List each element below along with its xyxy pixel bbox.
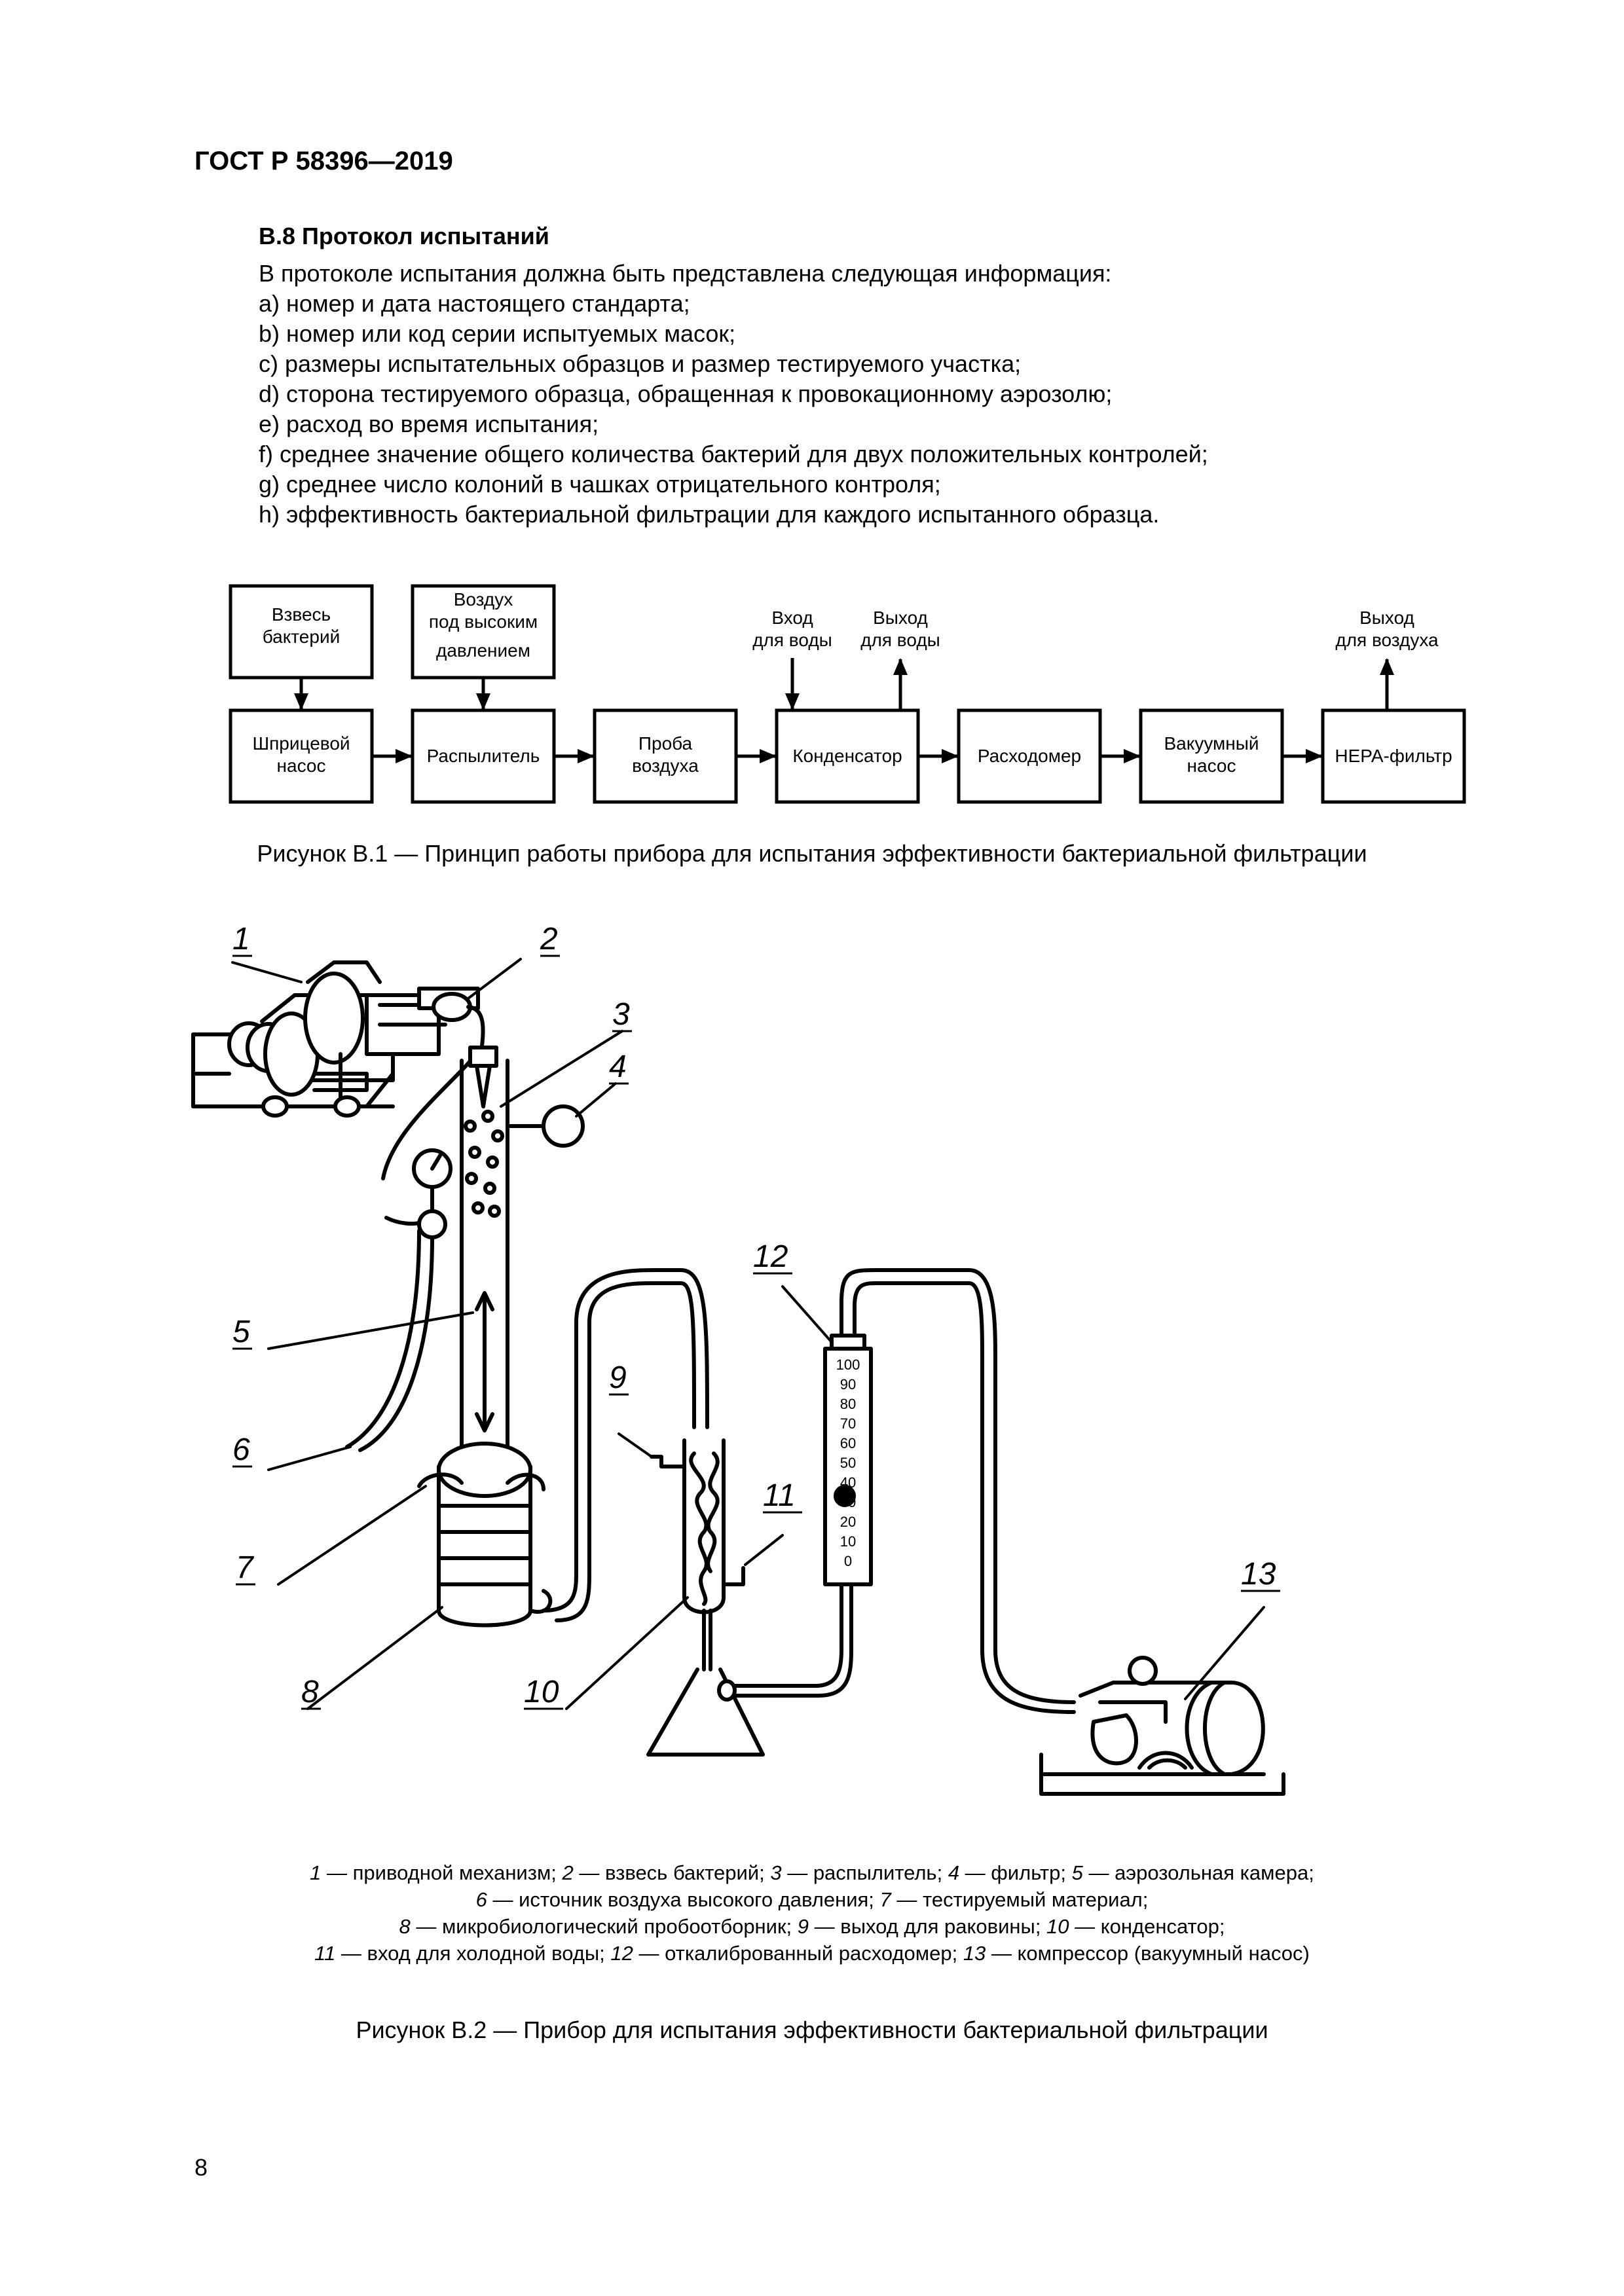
condenser xyxy=(646,1438,765,1757)
legend-line-1: 1 — приводной механизм; 2 — взвесь бакте… xyxy=(310,1861,1314,1884)
flowmeter-scale: 100 90 80 70 60 50 40 30 20 10 0 xyxy=(836,1357,860,1569)
label-vacuum-1: Вакуумный xyxy=(1164,733,1259,754)
tested-material xyxy=(417,1472,464,1488)
callout-10: 10 xyxy=(524,1675,559,1709)
callout-4: 4 xyxy=(609,1049,627,1084)
callout-13: 13 xyxy=(1241,1557,1276,1592)
callout-9: 9 xyxy=(609,1360,627,1395)
cold-water-inlet xyxy=(722,1566,745,1586)
list-item-c: c) размеры испытательных образцов и разм… xyxy=(259,350,1022,377)
scale-60: 60 xyxy=(840,1435,856,1451)
callout-6: 6 xyxy=(232,1432,250,1467)
label-condenser: Конденсатор xyxy=(792,746,902,766)
scale-80: 80 xyxy=(840,1396,856,1412)
callout-leaders xyxy=(231,958,1265,1710)
page-number: 8 xyxy=(194,2154,208,2181)
list-item-b: b) номер или код серии испытуемых масок; xyxy=(259,320,736,347)
document-header: ГОСТ Р 58396—2019 xyxy=(194,147,453,175)
callout-7: 7 xyxy=(236,1550,255,1585)
label-bacteria-1: Взвесь xyxy=(272,604,331,625)
label-water-out-1: Выход xyxy=(873,608,928,628)
list-item-g: g) среднее число колоний в чашках отрица… xyxy=(259,471,941,498)
bacteria-suspension xyxy=(432,992,472,1022)
label-vacuum-2: насос xyxy=(1187,756,1236,776)
callout-5: 5 xyxy=(232,1315,250,1349)
aerosol-chamber xyxy=(460,1059,509,1459)
scale-50: 50 xyxy=(840,1455,856,1471)
figure-1-caption: Рисунок В.1 — Принцип работы прибора для… xyxy=(257,840,1367,867)
label-air-2: под высоким xyxy=(429,611,538,632)
label-hepa: HEPA-фильтр xyxy=(1335,746,1452,766)
list-item-e: e) расход во время испытания; xyxy=(259,410,599,437)
list-item-h: h) эффективность бактериальной фильтраци… xyxy=(259,501,1160,528)
label-air-out-2: для воздуха xyxy=(1335,630,1439,650)
figure-1-block-diagram: Взвесь бактерий Воздух под высоким давле… xyxy=(229,584,1466,804)
label-flowmeter: Расходомер xyxy=(978,746,1081,766)
legend-line-2: 6 — источник воздуха высокого давления; … xyxy=(475,1888,1149,1911)
legend-line-4: 11 — вход для холодной воды; 12 — откали… xyxy=(314,1942,1310,1965)
callout-3: 3 xyxy=(612,997,630,1032)
callout-1: 1 xyxy=(232,922,250,957)
figure-2-apparatus: 100 90 80 70 60 50 40 30 20 10 0 1 2 3 4… xyxy=(191,922,1285,1796)
callout-12: 12 xyxy=(753,1239,788,1274)
label-air-1: Воздух xyxy=(454,589,513,610)
scale-40: 40 xyxy=(840,1474,856,1491)
section-intro: В протоколе испытания должна быть предст… xyxy=(259,260,1112,287)
microbiological-sampler xyxy=(417,1442,553,1628)
list-item-f: f) среднее значение общего количества ба… xyxy=(259,441,1208,467)
label-water-in-2: для воды xyxy=(752,630,832,650)
label-syringe-1: Шприцевой xyxy=(252,733,350,754)
label-water-out-2: для воды xyxy=(860,630,940,650)
scale-90: 90 xyxy=(840,1376,856,1393)
scale-100: 100 xyxy=(836,1357,860,1373)
calibrated-flowmeter xyxy=(823,1334,873,1586)
figure-2-caption: Рисунок В.2 — Прибор для испытания эффек… xyxy=(356,2016,1268,2043)
scale-20: 20 xyxy=(840,1514,856,1530)
nebulizer xyxy=(468,1046,498,1068)
list-item-a: a) номер и дата настоящего стандарта; xyxy=(259,290,690,317)
label-bacteria-2: бактерий xyxy=(263,627,340,647)
filter xyxy=(542,1104,585,1148)
label-sample-2: воздуха xyxy=(632,756,699,776)
box-hepa-filter xyxy=(1321,708,1466,804)
callout-2: 2 xyxy=(540,922,558,957)
scale-10: 10 xyxy=(840,1533,856,1550)
scale-70: 70 xyxy=(840,1415,856,1432)
sink-outlet xyxy=(650,1455,686,1468)
section-title: В.8 Протокол испытаний xyxy=(259,223,549,249)
legend-line-3: 8 — микробиологический пробоотборник; 9 … xyxy=(399,1915,1225,1938)
high-pressure-air-source xyxy=(345,1148,452,1452)
callout-11: 11 xyxy=(763,1478,796,1513)
scale-0: 0 xyxy=(844,1553,852,1569)
label-sample-1: Проба xyxy=(638,733,693,754)
callout-8: 8 xyxy=(301,1675,319,1709)
label-water-in-1: Вход xyxy=(771,608,813,628)
drive-mechanism xyxy=(191,960,480,1118)
label-air-3: давлением xyxy=(436,640,530,661)
scale-30: 30 xyxy=(840,1494,856,1510)
flow-arrows xyxy=(294,658,1394,763)
compressor xyxy=(1039,1656,1285,1796)
label-nebulizer: Распылитель xyxy=(427,746,540,766)
label-air-out-1: Выход xyxy=(1359,608,1414,628)
list-item-d: d) сторона тестируемого образца, обращен… xyxy=(259,380,1113,407)
label-syringe-2: насос xyxy=(277,756,326,776)
